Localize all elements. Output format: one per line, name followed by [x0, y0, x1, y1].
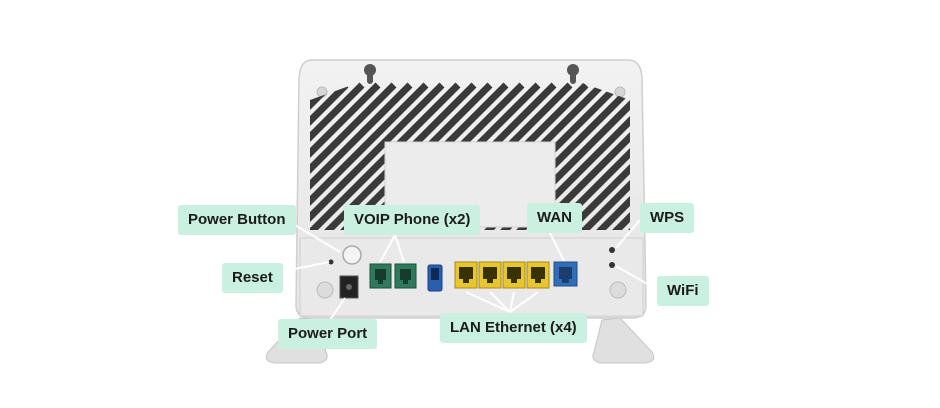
lan-port — [478, 261, 502, 289]
vent-slat — [310, 82, 381, 230]
voip-port — [394, 263, 417, 289]
mounting-hole-left — [364, 64, 376, 84]
vent-slat — [676, 85, 826, 235]
power-port-label: Power Port — [278, 319, 378, 349]
vent-slat — [593, 82, 630, 230]
lan-ports — [454, 261, 550, 289]
vent-slat — [692, 85, 842, 235]
vent-slat — [310, 82, 461, 230]
mounting-hole-right — [567, 64, 579, 84]
lan-ethernet-label: LAN Ethernet (x4) — [440, 313, 587, 343]
lan-port — [526, 261, 550, 289]
vent-slat — [310, 82, 365, 230]
wifi-button-shape — [609, 262, 615, 268]
wps-label: WPS — [640, 203, 695, 233]
voip-port — [369, 263, 392, 289]
vent-slat — [561, 82, 630, 230]
right-stand-foot — [592, 317, 655, 364]
reset-label: Reset — [222, 263, 283, 293]
vent-slat — [310, 82, 397, 230]
panel-hole — [609, 281, 627, 299]
wan-port-shape — [553, 261, 578, 287]
leader-lines — [279, 219, 659, 321]
wan-label: WAN — [527, 203, 582, 233]
power-button-shape — [342, 245, 362, 265]
vent-slat — [577, 82, 630, 230]
vent-slat — [724, 85, 874, 235]
screw-hole — [614, 86, 626, 98]
vent-slat — [310, 82, 413, 230]
voip-phone-label: VOIP Phone (x2) — [344, 205, 481, 235]
voip-ports — [369, 263, 417, 289]
lan-port — [454, 261, 478, 289]
wps-button-shape — [609, 247, 615, 253]
vent-slat — [310, 82, 349, 230]
screw-hole — [316, 86, 328, 98]
power-port-pin — [346, 284, 352, 290]
reset-pinhole — [328, 259, 334, 265]
usb-port-inner — [431, 268, 439, 280]
vent-slat — [310, 82, 429, 230]
panel-hole — [316, 281, 334, 299]
vent-slat — [708, 85, 858, 235]
wifi-label: WiFi — [657, 276, 709, 306]
vent-slat — [310, 82, 445, 230]
lan-port — [502, 261, 526, 289]
power-button-label: Power Button — [178, 205, 296, 235]
